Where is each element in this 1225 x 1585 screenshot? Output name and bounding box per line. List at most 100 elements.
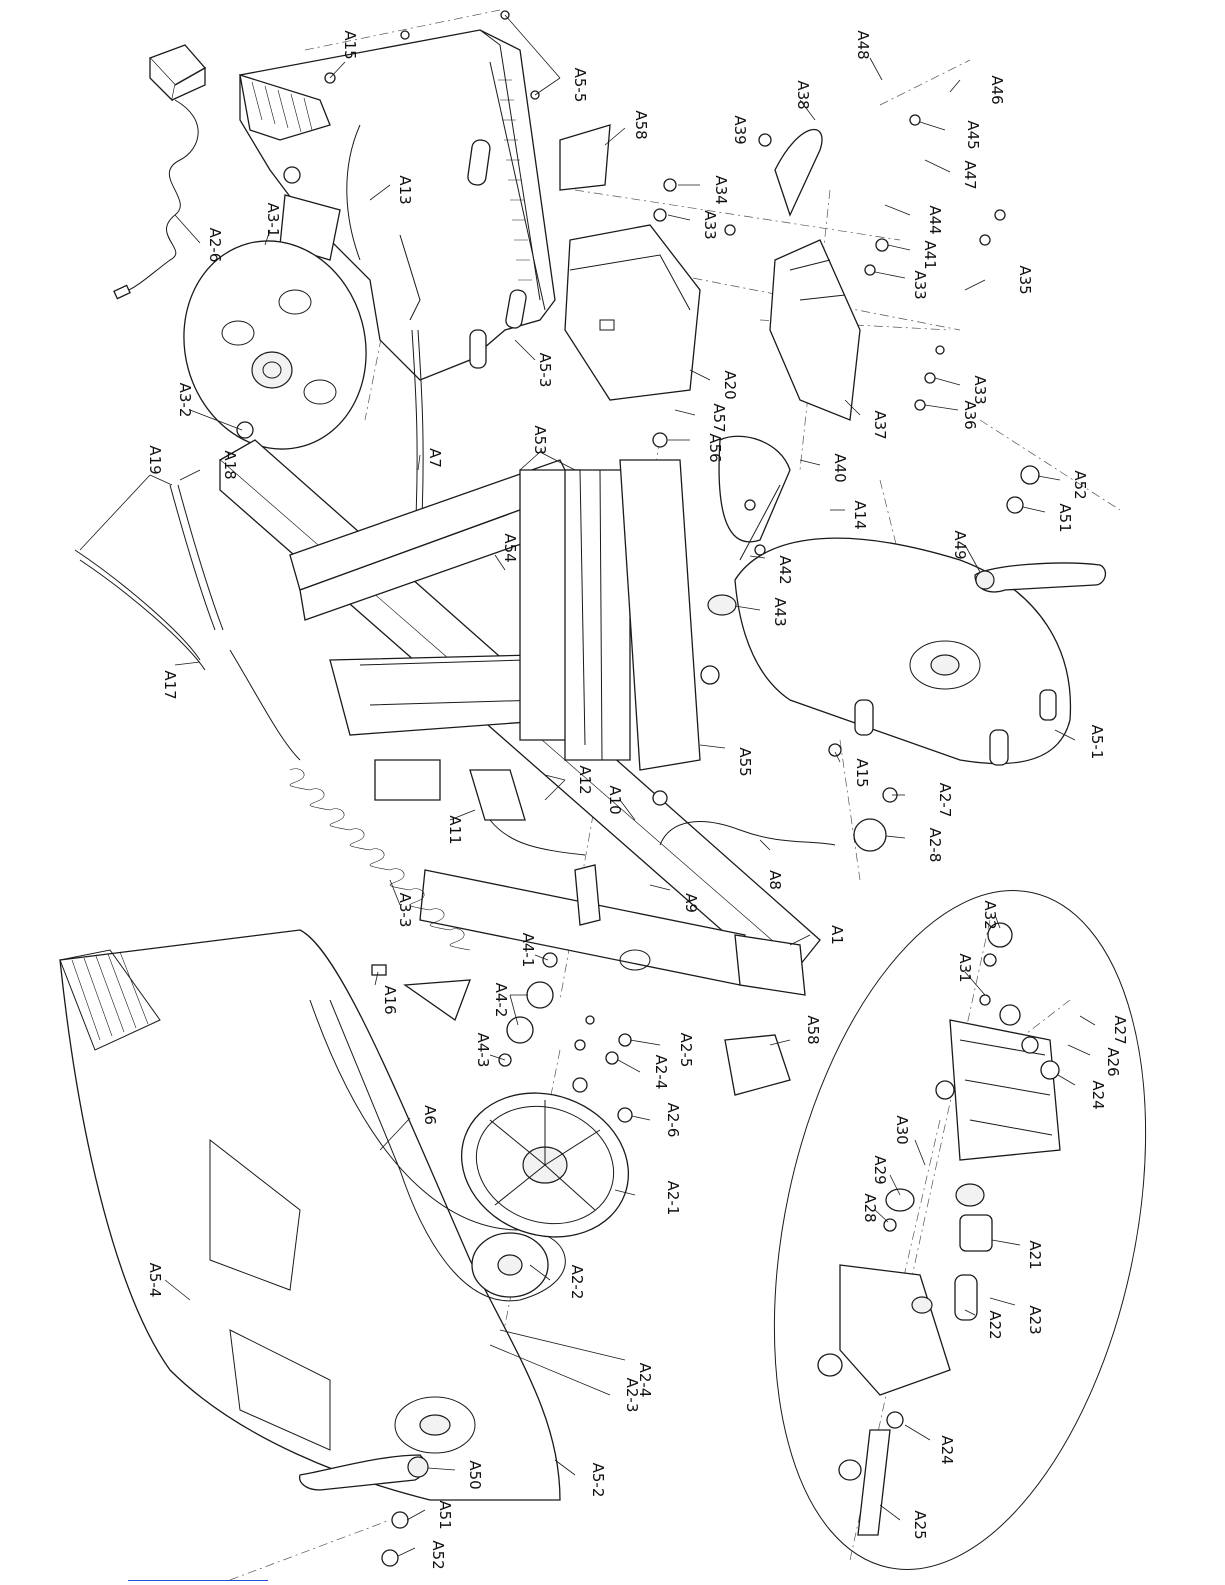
wiring-harness: [74, 484, 471, 976]
callout-a21: A21: [1026, 1240, 1044, 1269]
callout-a4-3: A4-3: [474, 1033, 492, 1068]
callout-a14: A14: [851, 500, 869, 529]
seat-bracket: [707, 435, 791, 616]
callout-a2-1: A2-1: [664, 1181, 682, 1216]
callout-a2-8: A2-8: [926, 828, 944, 863]
callout-a43: A43: [771, 597, 789, 626]
callout-a15: A15: [341, 30, 359, 59]
callout-a2-4-top: A2-4: [652, 1055, 670, 1090]
callout-a29: A29: [871, 1155, 889, 1184]
callout-a24-b: A24: [938, 1435, 956, 1464]
callout-a27: A27: [1111, 1015, 1129, 1044]
callout-a5-3: A5-3: [536, 353, 554, 388]
callout-a49: A49: [951, 530, 969, 559]
callout-a10: A10: [606, 785, 624, 814]
callout-a5-5: A5-5: [571, 68, 589, 103]
callout-a53: A53: [531, 425, 549, 454]
callout-a2-6-cord: A2-6: [206, 228, 224, 263]
callout-a11: A11: [446, 815, 464, 844]
callout-a37: A37: [871, 410, 889, 439]
callout-a13: A13: [396, 175, 414, 204]
power-adapter: [113, 44, 207, 300]
callout-a2-7: A2-7: [936, 783, 954, 818]
callout-a35: A35: [1016, 265, 1034, 294]
footer-underline: [128, 1580, 268, 1581]
callout-a45: A45: [964, 120, 982, 149]
callout-a18: A18: [221, 450, 239, 479]
callout-a2-6: A2-6: [664, 1103, 682, 1138]
callout-a46: A46: [988, 75, 1006, 104]
callout-a4-2: A4-2: [492, 983, 510, 1018]
detail-callout-ellipse: [773, 890, 1147, 1570]
callout-a33-a: A33: [701, 210, 719, 239]
callout-a19: A19: [146, 445, 164, 474]
crank-arms: [299, 562, 1107, 1491]
callout-a9: A9: [682, 893, 700, 913]
callout-a57: A57: [710, 403, 728, 432]
callout-a6: A6: [421, 1105, 439, 1125]
callout-a1: A1: [828, 925, 846, 945]
callout-a51-bot: A51: [436, 1500, 454, 1529]
callout-a26: A26: [1104, 1047, 1122, 1076]
callout-a42: A42: [776, 555, 794, 584]
callout-a2-3: A2-3: [623, 1378, 641, 1413]
callout-a3-2: A3-2: [176, 383, 194, 418]
callout-a44: A44: [926, 205, 944, 234]
callout-a51-top: A51: [1056, 503, 1074, 532]
callout-a30: A30: [893, 1115, 911, 1144]
callout-a55: A55: [736, 747, 754, 776]
callout-a52-bot: A52: [429, 1540, 447, 1569]
callout-a2-2: A2-2: [568, 1265, 586, 1300]
callout-a40: A40: [831, 453, 849, 482]
callout-a56: A56: [706, 433, 724, 462]
callout-a33-b: A33: [911, 270, 929, 299]
fasteners: [324, 10, 1040, 1567]
callout-a52-top: A52: [1071, 470, 1089, 499]
callout-a23: A23: [1026, 1305, 1044, 1334]
callout-a58-bot: A58: [804, 1015, 822, 1044]
leader-lines: [79, 14, 1096, 1557]
rails: [519, 459, 701, 771]
pulley-wheel: [460, 1092, 630, 1298]
callout-a50: A50: [466, 1460, 484, 1489]
right-cover: [734, 537, 1072, 766]
callout-a58-top: A58: [632, 110, 650, 139]
callout-a47: A47: [961, 160, 979, 189]
callout-a54: A54: [501, 533, 519, 562]
callout-a5-4: A5-4: [146, 1263, 164, 1298]
callout-a41: A41: [921, 240, 939, 269]
sensor-parts: [469, 124, 836, 1096]
top-shroud: [239, 29, 556, 381]
callout-a2-4-bot: A2-4: [636, 1363, 654, 1398]
callout-a5-1: A5-1: [1088, 725, 1106, 760]
callout-a34: A34: [712, 175, 730, 204]
callout-a48: A48: [854, 30, 872, 59]
callout-a5-2: A5-2: [589, 1463, 607, 1498]
left-cover: [59, 929, 561, 1501]
brake-cable: [411, 329, 424, 541]
callout-a15-b: A15: [853, 758, 871, 787]
callout-a32: A32: [981, 900, 999, 929]
belt: [309, 999, 566, 1302]
callout-a8: A8: [766, 870, 784, 890]
callout-a20: A20: [721, 370, 739, 399]
callout-a38: A38: [794, 80, 812, 109]
callout-a25: A25: [911, 1510, 929, 1539]
callout-a7: A7: [426, 448, 444, 468]
callout-a31: A31: [956, 953, 974, 982]
callout-a17: A17: [161, 670, 179, 699]
callout-a3-1: A3-1: [264, 203, 282, 238]
callout-a39: A39: [731, 115, 749, 144]
callout-a24-a: A24: [1089, 1080, 1107, 1109]
callout-a3-3: A3-3: [396, 893, 414, 928]
callout-a2-5: A2-5: [677, 1033, 695, 1068]
callout-a36: A36: [961, 400, 979, 429]
callout-a12: A12: [576, 765, 594, 794]
callout-a16: A16: [381, 985, 399, 1014]
callout-a33-c: A33: [971, 375, 989, 404]
callout-a22: A22: [986, 1310, 1004, 1339]
callout-a4-1: A4-1: [519, 933, 537, 968]
flywheel: [183, 240, 367, 450]
